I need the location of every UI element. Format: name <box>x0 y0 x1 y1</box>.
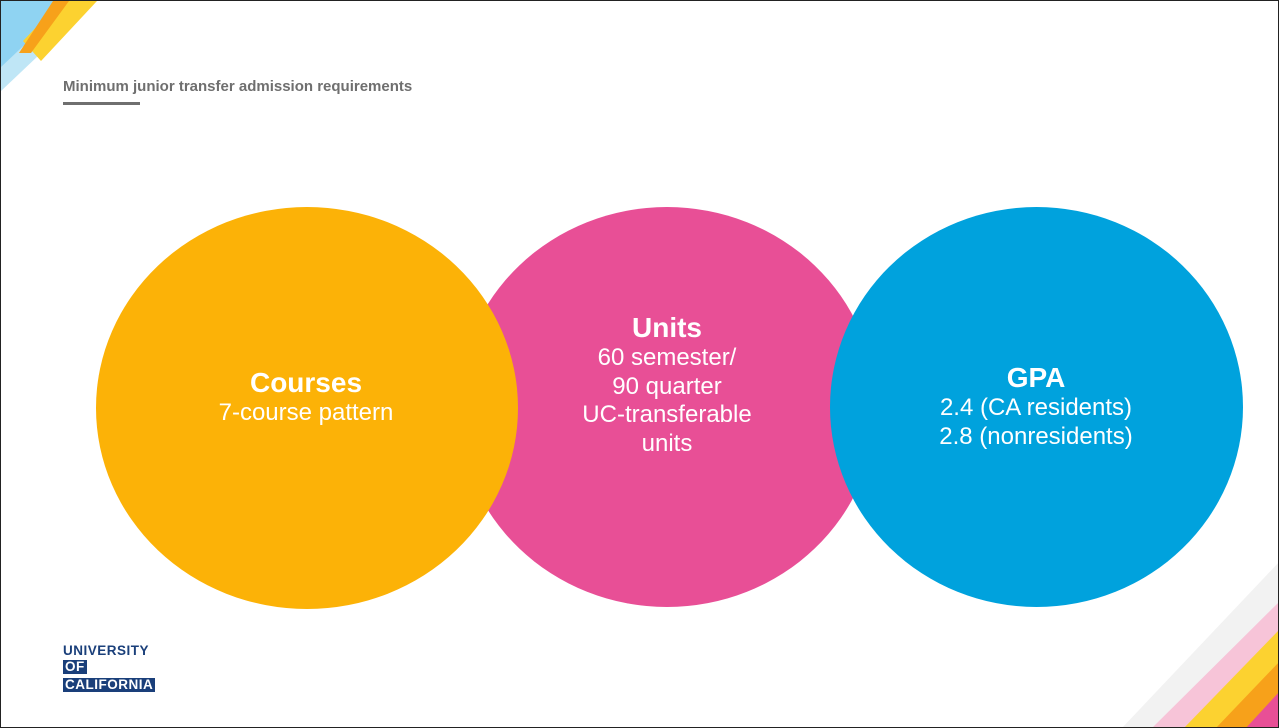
courses-heading: Courses <box>249 367 363 398</box>
units-label: Units 60 semester/ 90 quarter UC-transfe… <box>467 311 867 459</box>
units-line: 90 quarter <box>612 372 722 400</box>
units-line: units <box>641 429 693 457</box>
top-left-stripe-yellow <box>23 1 97 61</box>
slide-title: Minimum junior transfer admission requir… <box>63 78 413 95</box>
logo-line-of: OF <box>63 659 87 674</box>
units-circle <box>458 207 876 607</box>
gpa-line: 2.4 (CA residents) <box>939 394 1133 422</box>
units-heading: Units <box>632 312 702 343</box>
courses-circle <box>96 207 518 609</box>
gpa-label: GPA 2.4 (CA residents) 2.8 (nonresidents… <box>831 361 1241 451</box>
courses-line: 7-course pattern <box>218 399 394 427</box>
university-of-california-logo: UNIVERSITY OF CALIFORNIA <box>63 643 156 694</box>
courses-label: Courses 7-course pattern <box>106 366 506 428</box>
gpa-line: 2.8 (nonresidents) <box>939 422 1133 450</box>
gpa-circle <box>830 207 1243 607</box>
gpa-heading: GPA <box>1006 362 1066 393</box>
logo-line-university: UNIVERSITY <box>63 643 150 658</box>
title-underline <box>63 102 140 105</box>
logo-line-california: CALIFORNIA <box>63 677 156 692</box>
top-left-stripe-orange <box>19 1 69 53</box>
units-line: 60 semester/ <box>597 344 737 372</box>
units-line: UC-transferable <box>582 401 752 429</box>
bottom-right-stripe-magenta <box>1246 693 1278 727</box>
